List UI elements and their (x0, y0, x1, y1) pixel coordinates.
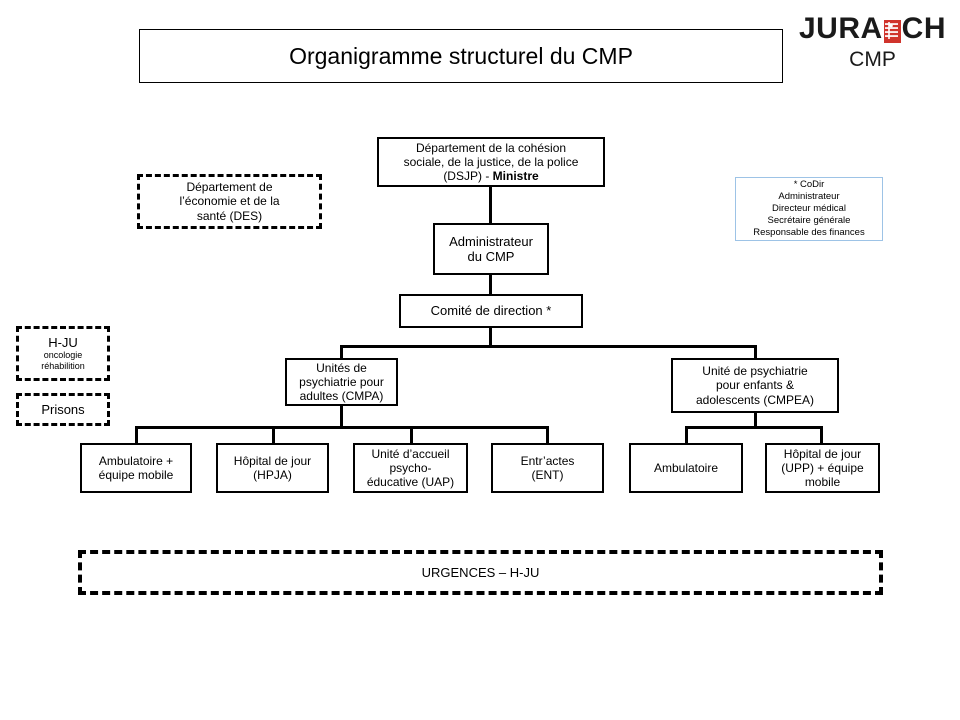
node-h-ju-text: H-JU oncologie réhabilition (38, 335, 88, 372)
node-dsjp-line3-bold: Ministre (492, 169, 539, 184)
node-upp-line2: (UPP) + équipe (781, 460, 864, 475)
connector-cmpa-child-4 (546, 426, 549, 444)
node-cmpa[interactable]: Unités de psychiatrie pour adultes (CMPA… (285, 358, 398, 406)
node-administrateur[interactable]: Administrateur du CMP (433, 223, 549, 275)
node-cmpa-line3: adultes (CMPA) (299, 389, 384, 404)
node-cmpa-line1: Unités de (316, 360, 367, 375)
node-comite-line1: Comité de direction * (430, 303, 552, 319)
node-dsjp-line3-prefix: (DSJP) - (443, 169, 493, 184)
legend-codir-lines: * CoDir Administrateur Directeur médical… (753, 179, 864, 240)
node-cmpea-line2: pour enfants & (715, 378, 795, 393)
connector-cmpea-child-1 (685, 426, 688, 444)
connector-cmpa-bus (135, 426, 549, 429)
node-administrateur-text: Administrateur du CMP (446, 234, 536, 265)
logo-word-right: CH (901, 12, 947, 45)
node-cmpa-text: Unités de psychiatrie pour adultes (CMPA… (296, 361, 387, 403)
node-uap-line1: Unité d’accueil (371, 446, 450, 461)
connector-bus-cmpa (340, 345, 343, 360)
node-dsjp[interactable]: Département de la cohésion sociale, de l… (377, 137, 605, 187)
node-prisons[interactable]: Prisons (16, 393, 110, 426)
node-uap-line2: psycho- (389, 460, 432, 475)
node-ambulatoire-mobile-line1: Ambulatoire + (98, 453, 174, 468)
node-hpja-line1: Hôpital de jour (233, 453, 312, 468)
node-des-line2: l’économie et de la (179, 194, 280, 209)
node-h-ju-line3: réhabilition (41, 361, 85, 372)
connector-cmpa-child-3 (410, 426, 413, 444)
node-hpja-line2: (HPJA) (253, 468, 292, 482)
page-title: Organigramme structurel du CMP (139, 29, 783, 83)
node-dsjp-line2: sociale, de la justice, de la police (403, 154, 579, 169)
legend-codir-line-3: Secrétaire générale (767, 215, 851, 227)
node-cmpea-line1: Unité de psychiatrie (702, 364, 808, 379)
node-urgences[interactable]: URGENCES – H-JU (78, 550, 883, 595)
connector-dsjp-administrateur (489, 185, 492, 225)
node-cmpea-line3: adolescents (CMPEA) (695, 392, 815, 407)
node-cmpea[interactable]: Unité de psychiatrie pour enfants & adol… (671, 358, 839, 413)
logo-subtitle: CMP (849, 48, 896, 71)
connector-cmpea-bus (685, 426, 823, 429)
node-des-line1: Département de (186, 180, 273, 195)
node-uap-line3: éducative (UAP) (366, 475, 455, 490)
jura-ch-logo: JURA CH CMP (790, 12, 955, 82)
node-ambulatoire-equipe-mobile[interactable]: Ambulatoire + équipe mobile (80, 443, 192, 493)
node-ambulatoire-line1: Ambulatoire (653, 460, 719, 475)
node-comite-de-direction[interactable]: Comité de direction * (399, 294, 583, 328)
connector-administrateur-comite (489, 273, 492, 301)
connector-cmpea-drop (754, 411, 757, 428)
node-dsjp-text: Département de la cohésion sociale, de l… (401, 141, 582, 183)
node-ent-line2: (ENT) (531, 468, 564, 482)
legend-codir-line-0: * CoDir (793, 178, 825, 190)
node-upp-line3: mobile (804, 475, 841, 490)
node-ent-line1: Entr’actes (520, 453, 575, 468)
node-upp-text: Hôpital de jour (UPP) + équipe mobile (778, 447, 866, 489)
connector-comite-drop (489, 327, 492, 347)
node-h-ju-line2: oncologie (43, 350, 83, 361)
legend-codir: * CoDir Administrateur Directeur médical… (735, 177, 883, 241)
connector-bus-cmpea (754, 345, 757, 360)
node-urgences-line1: URGENCES – H-JU (421, 565, 540, 580)
node-ambulatoire-equipe-mobile-text: Ambulatoire + équipe mobile (96, 454, 177, 482)
node-upp[interactable]: Hôpital de jour (UPP) + équipe mobile (765, 443, 880, 493)
node-des[interactable]: Département de l’économie et de la santé… (137, 174, 322, 229)
node-des-line3: santé (DES) (196, 208, 263, 223)
connector-cmpa-drop (340, 404, 343, 428)
connector-cmpa-child-2 (272, 426, 275, 444)
node-administrateur-line2: du CMP (467, 249, 515, 264)
node-ambulatoire-mobile-line2: équipe mobile (98, 468, 174, 482)
node-h-ju-line1: H-JU (48, 334, 78, 350)
node-ambulatoire[interactable]: Ambulatoire (629, 443, 743, 493)
connector-cmpa-child-1 (135, 426, 138, 444)
legend-codir-line-2: Directeur médical (772, 202, 846, 214)
node-h-ju[interactable]: H-JU oncologie réhabilition (16, 326, 110, 381)
node-upp-line1: Hôpital de jour (783, 446, 862, 461)
node-cmpa-line2: psychiatrie pour (299, 374, 384, 389)
node-dsjp-line1: Département de la cohésion (415, 140, 567, 155)
node-uap-text: Unité d’accueil psycho- éducative (UAP) (364, 447, 457, 489)
node-entractes[interactable]: Entr’actes (ENT) (491, 443, 604, 493)
jura-coat-of-arms-icon (883, 19, 901, 43)
node-cmpea-text: Unité de psychiatrie pour enfants & adol… (693, 364, 817, 406)
page-title-text: Organigramme structurel du CMP (289, 42, 633, 69)
connector-cmpea-child-2 (820, 426, 823, 444)
node-uap[interactable]: Unité d’accueil psycho- éducative (UAP) (353, 443, 468, 493)
legend-codir-line-1: Administrateur (778, 190, 840, 202)
node-hpja-text: Hôpital de jour (HPJA) (231, 454, 314, 482)
logo-wordmark: JURA CH (790, 12, 955, 46)
connector-level3-bus (340, 345, 757, 348)
node-administrateur-line1: Administrateur (449, 233, 533, 249)
node-prisons-line1: Prisons (41, 401, 85, 417)
node-entractes-text: Entr’actes (ENT) (518, 454, 578, 482)
node-des-text: Département de l’économie et de la santé… (176, 180, 282, 222)
node-hpja[interactable]: Hôpital de jour (HPJA) (216, 443, 329, 493)
logo-word-left: JURA (798, 12, 883, 45)
legend-codir-line-4: Responsable des finances (753, 227, 865, 239)
